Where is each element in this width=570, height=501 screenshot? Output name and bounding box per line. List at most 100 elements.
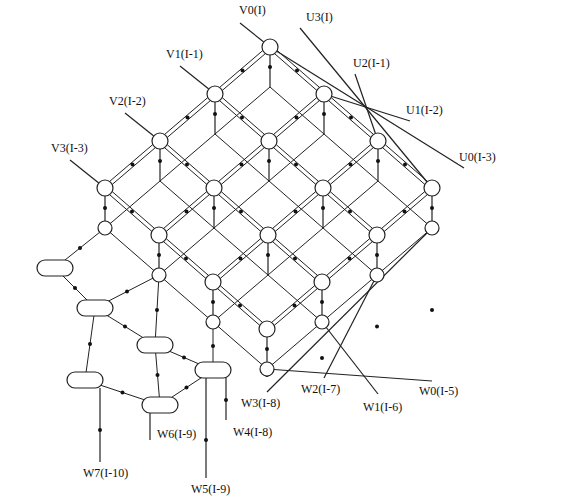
lattice-wire <box>269 233 323 280</box>
delay-cell <box>67 372 103 388</box>
processing-cell <box>152 133 168 149</box>
lattice-wire <box>376 186 431 233</box>
lattice-wire <box>213 139 268 186</box>
signal-label: W7(I-10) <box>82 466 129 480</box>
delay-dot <box>73 286 77 290</box>
delay-dot <box>241 69 245 73</box>
signal-label: V3(I-3) <box>50 141 89 155</box>
delay-dot <box>295 116 299 120</box>
delay-dot <box>157 253 161 257</box>
processing-cell <box>262 39 278 55</box>
delay-dot <box>78 246 82 250</box>
lattice-wire <box>379 139 433 186</box>
delay-dot <box>182 356 186 360</box>
delay-dot <box>123 325 127 329</box>
delay-dot <box>293 304 297 308</box>
processing-cell <box>315 180 331 196</box>
lattice-wire <box>377 143 431 190</box>
output-line <box>267 228 432 392</box>
delay-dot <box>98 428 102 432</box>
lattice-wire <box>214 280 268 327</box>
lattice-wire <box>214 96 268 143</box>
processing-cell <box>260 362 274 376</box>
processing-cell <box>206 315 220 329</box>
output-line <box>99 388 100 462</box>
lattice-wire <box>215 186 269 233</box>
delay-dot <box>213 112 217 116</box>
cell-wire <box>155 275 159 345</box>
delay-dot <box>267 159 271 163</box>
lattice-wire <box>269 49 323 96</box>
lattice-wire <box>159 92 214 139</box>
delay-dot <box>156 373 160 377</box>
delay-dot <box>403 210 407 214</box>
signal-label: W3(I-8) <box>240 396 281 410</box>
lattice-wire <box>158 186 213 233</box>
delay-dot <box>265 347 269 351</box>
processing-cell <box>424 180 440 196</box>
input-line <box>270 47 464 168</box>
lattice-wire <box>160 233 214 280</box>
delay-dot <box>375 253 379 257</box>
delay-dot <box>224 398 228 402</box>
lattice-wire <box>270 139 324 186</box>
processing-cell <box>370 268 384 282</box>
output-line <box>205 378 206 478</box>
processing-cell <box>97 180 113 196</box>
delay-dot <box>430 308 434 312</box>
processing-cell <box>206 180 222 196</box>
lattice-wire <box>159 143 213 190</box>
delay-dot <box>103 206 107 210</box>
delay-dot <box>321 206 325 210</box>
signal-label: V1(I-1) <box>165 47 204 61</box>
lattice-wire <box>269 190 324 237</box>
processing-cell <box>425 221 439 235</box>
lattice-wire <box>106 186 160 233</box>
lattice-wire <box>216 49 271 96</box>
processing-cell <box>370 133 386 149</box>
signal-label: V0(I) <box>238 3 267 17</box>
lattice-wire <box>161 96 216 143</box>
lattice-wire <box>324 143 379 190</box>
delay-dot <box>186 116 190 120</box>
signal-label: U0(I-3) <box>458 150 497 164</box>
lattice-wire <box>267 186 322 233</box>
lattice-wire <box>268 143 322 190</box>
lattice-wire <box>212 233 267 280</box>
delay-dot <box>294 210 298 214</box>
delay-dot <box>155 308 159 312</box>
delay-cell <box>142 397 178 413</box>
delay-dot <box>349 163 353 167</box>
cell-wire <box>155 345 160 405</box>
delay-dot <box>348 210 352 214</box>
delay-dot <box>204 438 208 442</box>
lattice-wire <box>106 143 161 190</box>
lattice-wire <box>324 186 378 233</box>
delay-dot <box>294 163 298 167</box>
cell-wire <box>85 308 95 380</box>
delay-dot <box>121 391 125 395</box>
lattice-wire <box>160 190 215 237</box>
delay-dot <box>266 253 270 257</box>
lattice-wire <box>268 92 323 139</box>
lattice-wire <box>270 96 325 143</box>
signal-label: U1(I-2) <box>405 103 444 117</box>
processing-cell <box>315 315 329 329</box>
output-line <box>267 369 432 381</box>
signal-label: U3(I) <box>305 10 334 24</box>
processing-cell <box>260 227 276 243</box>
signal-label: W4(I-8) <box>232 425 273 439</box>
delay-dot <box>240 163 244 167</box>
delay-dot <box>158 159 162 163</box>
signal-label: V2(I-2) <box>108 94 147 108</box>
delay-cell <box>195 362 231 378</box>
delay-dot <box>403 163 407 167</box>
lattice-wire <box>271 45 325 92</box>
signal-label: W1(I-6) <box>362 400 403 414</box>
delay-dot <box>375 325 379 329</box>
delay-dot <box>185 163 189 167</box>
delay-dot <box>88 342 92 346</box>
signal-label: U2(I-1) <box>352 56 391 70</box>
processing-cell <box>152 268 166 282</box>
